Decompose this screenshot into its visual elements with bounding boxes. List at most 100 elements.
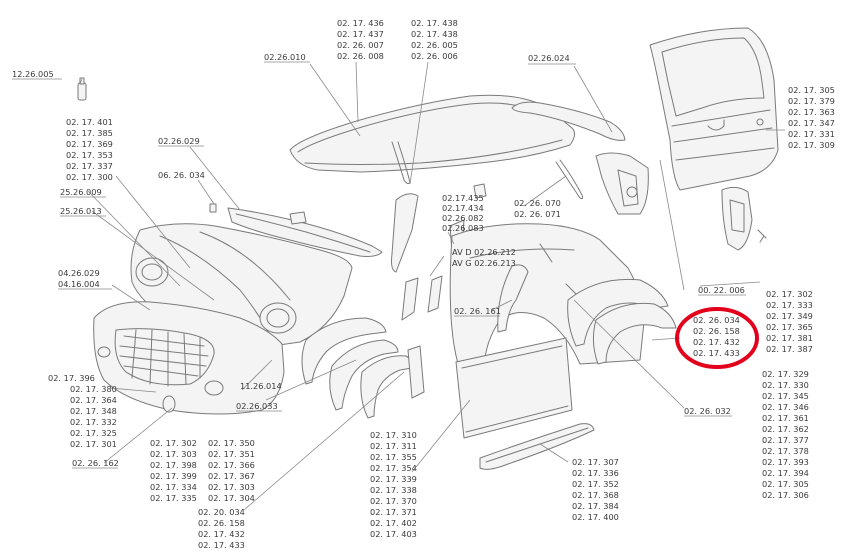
svg-text:02. 26. 005: 02. 26. 005	[411, 40, 458, 50]
rear-spoiler	[511, 101, 626, 141]
svg-text:02. 17. 331: 02. 17. 331	[788, 129, 835, 139]
label-front-left: 02. 17. 396 02. 17. 380 02. 17. 364 02. …	[48, 373, 117, 449]
highlight-circle	[675, 307, 759, 369]
svg-text:12.26.005: 12.26.005	[12, 69, 54, 79]
label-mid-bot: 02. 17. 310 02. 17. 311 02. 17. 355 02. …	[370, 430, 417, 539]
svg-text:02. 17. 366: 02. 17. 366	[208, 460, 255, 470]
door-panel	[455, 337, 573, 439]
svg-text:02. 17. 300: 02. 17. 300	[66, 172, 113, 182]
svg-text:25.26.009: 25.26.009	[60, 187, 102, 197]
bottle-part	[77, 77, 87, 101]
roof-panel	[289, 94, 576, 173]
label-sill: 02. 17. 307 02. 17. 336 02. 17. 352 02. …	[572, 457, 619, 522]
label-00-22-006: 00. 22. 006	[698, 285, 746, 296]
svg-text:02. 17. 334: 02. 17. 334	[150, 482, 197, 492]
svg-text:02. 17. 338: 02. 17. 338	[370, 485, 417, 495]
label-tailgate: 02. 17. 305 02. 17. 379 02. 17. 363 02. …	[788, 85, 835, 150]
svg-text:02. 17. 335: 02. 17. 335	[150, 493, 197, 503]
svg-text:02. 17. 309: 02. 17. 309	[788, 140, 835, 150]
svg-text:02.26.082: 02.26.082	[442, 213, 484, 223]
svg-text:02. 26. 034: 02. 26. 034	[693, 315, 740, 325]
svg-text:02. 17. 396: 02. 17. 396	[48, 373, 95, 383]
rear-wheel-arches	[497, 264, 677, 365]
svg-text:02. 17. 337: 02. 17. 337	[66, 161, 113, 171]
svg-text:02. 17. 306: 02. 17. 306	[762, 490, 809, 500]
svg-text:02. 26. 071: 02. 26. 071	[514, 209, 561, 219]
svg-text:02. 17. 361: 02. 17. 361	[762, 413, 809, 423]
tailgate	[649, 27, 779, 191]
svg-text:02. 17. 402: 02. 17. 402	[370, 518, 417, 528]
svg-text:02. 17. 364: 02. 17. 364	[70, 395, 117, 405]
svg-text:02. 17. 346: 02. 17. 346	[762, 402, 809, 412]
svg-text:02. 17. 302: 02. 17. 302	[766, 289, 813, 299]
svg-text:02. 17. 336: 02. 17. 336	[572, 468, 619, 478]
svg-text:02. 17. 432: 02. 17. 432	[693, 337, 740, 347]
svg-text:02. 17. 303: 02. 17. 303	[150, 449, 197, 459]
svg-text:02. 17. 330: 02. 17. 330	[762, 380, 809, 390]
svg-text:02. 26. 161: 02. 26. 161	[454, 306, 501, 316]
svg-text:02. 17. 365: 02. 17. 365	[766, 322, 813, 332]
svg-text:02.17.434: 02.17.434	[442, 203, 484, 213]
svg-text:02. 17. 438: 02. 17. 438	[411, 18, 458, 28]
svg-text:02. 17. 437: 02. 17. 437	[337, 29, 384, 39]
svg-text:AV D 02.26.212: AV D 02.26.212	[452, 247, 516, 257]
svg-text:02.26.024: 02.26.024	[528, 53, 570, 63]
label-12-26-005: 12.26.005	[12, 69, 62, 80]
svg-text:02. 17. 384: 02. 17. 384	[572, 501, 619, 511]
svg-text:25.26.013: 25.26.013	[60, 206, 102, 216]
svg-text:02. 17. 310: 02. 17. 310	[370, 430, 417, 440]
label-02-26-033: 02.26.033	[236, 401, 282, 412]
windscreen-frame	[209, 203, 383, 257]
label-circled: 02. 26. 034 02. 26. 158 02. 17. 432 02. …	[693, 315, 740, 358]
leader-lines	[79, 61, 785, 511]
label-av: AV D 02.26.212 AV G 02.26.213	[452, 247, 516, 268]
label-right-mid: 02. 17. 302 02. 17. 333 02. 17. 349 02. …	[766, 289, 813, 354]
svg-text:02. 17. 378: 02. 17. 378	[762, 446, 809, 456]
svg-text:02. 17. 398: 02. 17. 398	[150, 460, 197, 470]
svg-text:02.26.033: 02.26.033	[236, 401, 278, 411]
svg-text:02.26.010: 02.26.010	[264, 52, 306, 62]
svg-text:02. 17. 401: 02. 17. 401	[66, 117, 113, 127]
svg-text:02. 26. 006: 02. 26. 006	[411, 51, 458, 61]
svg-text:02. 17. 436: 02. 17. 436	[337, 18, 384, 28]
svg-text:02. 17. 311: 02. 17. 311	[370, 441, 417, 451]
svg-text:02. 26. 162: 02. 26. 162	[72, 458, 119, 468]
svg-text:02. 17. 345: 02. 17. 345	[762, 391, 809, 401]
svg-text:02. 17. 302: 02. 17. 302	[150, 438, 197, 448]
roof-rail-right	[555, 159, 584, 200]
label-06-26-034: 06. 26. 034	[158, 170, 205, 180]
svg-text:02. 17. 349: 02. 17. 349	[766, 311, 813, 321]
side-sill	[479, 423, 595, 470]
label-pillar: 02.17.435 02.17.434 02.26.082 02.26.083	[442, 193, 484, 233]
svg-text:02. 17. 350: 02. 17. 350	[208, 438, 255, 448]
svg-text:02. 17. 348: 02. 17. 348	[70, 406, 117, 416]
svg-text:02. 17. 301: 02. 17. 301	[70, 439, 117, 449]
car-body-drawing	[77, 27, 779, 470]
svg-text:02. 17. 303: 02. 17. 303	[208, 482, 255, 492]
svg-text:02. 17. 307: 02. 17. 307	[572, 457, 619, 467]
svg-text:02. 26. 007: 02. 26. 007	[337, 40, 384, 50]
front-wheel-arches	[301, 275, 443, 419]
svg-text:11.26.014: 11.26.014	[240, 381, 282, 391]
svg-text:00. 22. 006: 00. 22. 006	[698, 285, 745, 295]
label-02-26-161: 02. 26. 161	[454, 306, 501, 317]
front-bumper	[93, 301, 285, 415]
svg-text:04.16.004: 04.16.004	[58, 279, 100, 289]
svg-text:02. 17. 333: 02. 17. 333	[766, 300, 813, 310]
svg-text:02. 17. 353: 02. 17. 353	[66, 150, 113, 160]
svg-text:02. 17. 438: 02. 17. 438	[411, 29, 458, 39]
svg-text:02. 17. 371: 02. 17. 371	[370, 507, 417, 517]
svg-text:02. 17. 433: 02. 17. 433	[693, 348, 740, 358]
svg-text:02. 17. 363: 02. 17. 363	[788, 107, 835, 117]
svg-text:02. 26. 158: 02. 26. 158	[693, 326, 740, 336]
svg-text:02.26.029: 02.26.029	[158, 136, 200, 146]
label-bot-a: 02. 17. 302 02. 17. 303 02. 17. 398 02. …	[150, 438, 197, 503]
label-left-top: 02. 17. 401 02. 17. 385 02. 17. 369 02. …	[66, 117, 113, 182]
svg-text:02. 17. 400: 02. 17. 400	[572, 512, 619, 522]
svg-text:02. 17. 381: 02. 17. 381	[766, 333, 813, 343]
svg-text:02. 17. 377: 02. 17. 377	[762, 435, 809, 445]
svg-text:02. 17. 347: 02. 17. 347	[788, 118, 835, 128]
label-02-26-029: 02.26.029	[158, 136, 204, 147]
svg-text:02. 20. 034: 02. 20. 034	[198, 507, 245, 517]
label-roof-a: 02. 17. 436 02. 17. 437 02. 26. 007 02. …	[337, 18, 384, 61]
